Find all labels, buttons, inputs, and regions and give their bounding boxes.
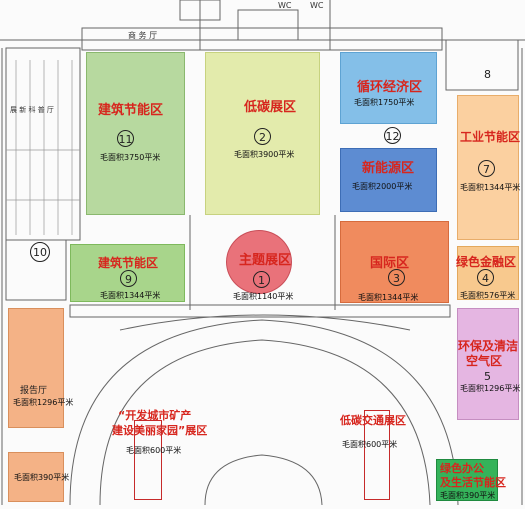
zone-5-name-line2: 空气区 bbox=[466, 354, 503, 368]
zone-2-name: 低碳展区 bbox=[244, 100, 297, 115]
zone-lecture-hall[interactable] bbox=[8, 308, 64, 428]
zone-3-number: 3 bbox=[388, 269, 405, 286]
zone-7-name: 工业节能区 bbox=[460, 130, 521, 144]
zone-1-area: 毛面积1140平米 bbox=[233, 292, 294, 301]
lecture-hall-area: 毛面积1296平米 bbox=[13, 398, 74, 407]
zone-11-name: 建筑节能区 bbox=[98, 103, 164, 118]
zone-9-area: 毛面积1344平米 bbox=[100, 291, 161, 300]
zone-bottom-left[interactable] bbox=[8, 452, 64, 502]
zone-3-area: 毛面积1344平米 bbox=[358, 293, 419, 302]
zone-green-office-area: 毛面积390平米 bbox=[440, 491, 496, 500]
zone-4-name: 绿色金融区 bbox=[456, 255, 517, 269]
zone-12-number: 12 bbox=[384, 127, 401, 144]
zone-mining-name-line1: “开发城市矿产 bbox=[118, 409, 192, 422]
zone-1-number: 1 bbox=[253, 271, 270, 288]
zone-circular-name: 循环经济区 bbox=[357, 80, 423, 95]
side-room-label: 展 新 科 普 厅 bbox=[10, 106, 54, 114]
zone-8-number: 8 bbox=[484, 68, 491, 81]
zone-new-energy-area: 毛面积2000平米 bbox=[352, 182, 413, 191]
zone-4-area: 毛面积576平米 bbox=[460, 291, 516, 300]
zone-5-name-line1: 环保及清洁 bbox=[458, 339, 519, 353]
zone-5-area: 毛面积1296平米 bbox=[460, 384, 521, 393]
zone-2-number: 2 bbox=[254, 128, 271, 145]
zone-new-energy-name: 新能源区 bbox=[362, 161, 415, 176]
wc-label-1: WC bbox=[278, 1, 292, 10]
zone-11-number: 11 bbox=[117, 130, 134, 147]
zone-7-area: 毛面积1344平米 bbox=[460, 183, 521, 192]
zone-11-building-energy[interactable] bbox=[86, 52, 185, 215]
zone-green-office[interactable] bbox=[436, 459, 498, 501]
zone-3-name: 国际区 bbox=[370, 256, 410, 271]
zone-2-area: 毛面积3900平米 bbox=[234, 150, 295, 159]
zone-transport-marker bbox=[364, 410, 390, 500]
zone-9-number: 9 bbox=[120, 270, 137, 287]
zone-9-name: 建筑节能区 bbox=[98, 256, 159, 270]
zone-10-number: 10 bbox=[30, 242, 50, 262]
zone-4-number: 4 bbox=[477, 269, 494, 286]
zone-11-area: 毛面积3750平米 bbox=[100, 153, 161, 162]
zone-7-number: 7 bbox=[478, 160, 495, 177]
zone-green-office-name-line1: 绿色办公 bbox=[440, 462, 484, 475]
zone-5-number: 5 bbox=[484, 370, 491, 383]
zone-circular-area: 毛面积1750平米 bbox=[354, 98, 415, 107]
wc-label-2: WC bbox=[310, 1, 324, 10]
zone-1-name: 主题展区 bbox=[239, 253, 292, 268]
zone-green-office-name-line2: 及生活节能区 bbox=[440, 476, 506, 489]
zone-mining-name-line2: 建设美丽家园”展区 bbox=[112, 424, 208, 437]
zone-new-energy[interactable] bbox=[340, 148, 437, 212]
zone-mining-area: 毛面积600平米 bbox=[126, 446, 182, 455]
zone-5-environmental[interactable] bbox=[457, 308, 519, 420]
zone-bottom-left-area: 毛面积390平米 bbox=[14, 473, 70, 482]
top-label-left: 商 务 厅 bbox=[128, 31, 158, 40]
zone-transport-area: 毛面积600平米 bbox=[342, 440, 398, 449]
lecture-hall-name: 报告厅 bbox=[20, 386, 48, 396]
zone-circular-economy[interactable] bbox=[340, 52, 437, 124]
zone-3-international[interactable] bbox=[340, 221, 449, 303]
zone-mining-marker bbox=[134, 420, 162, 500]
